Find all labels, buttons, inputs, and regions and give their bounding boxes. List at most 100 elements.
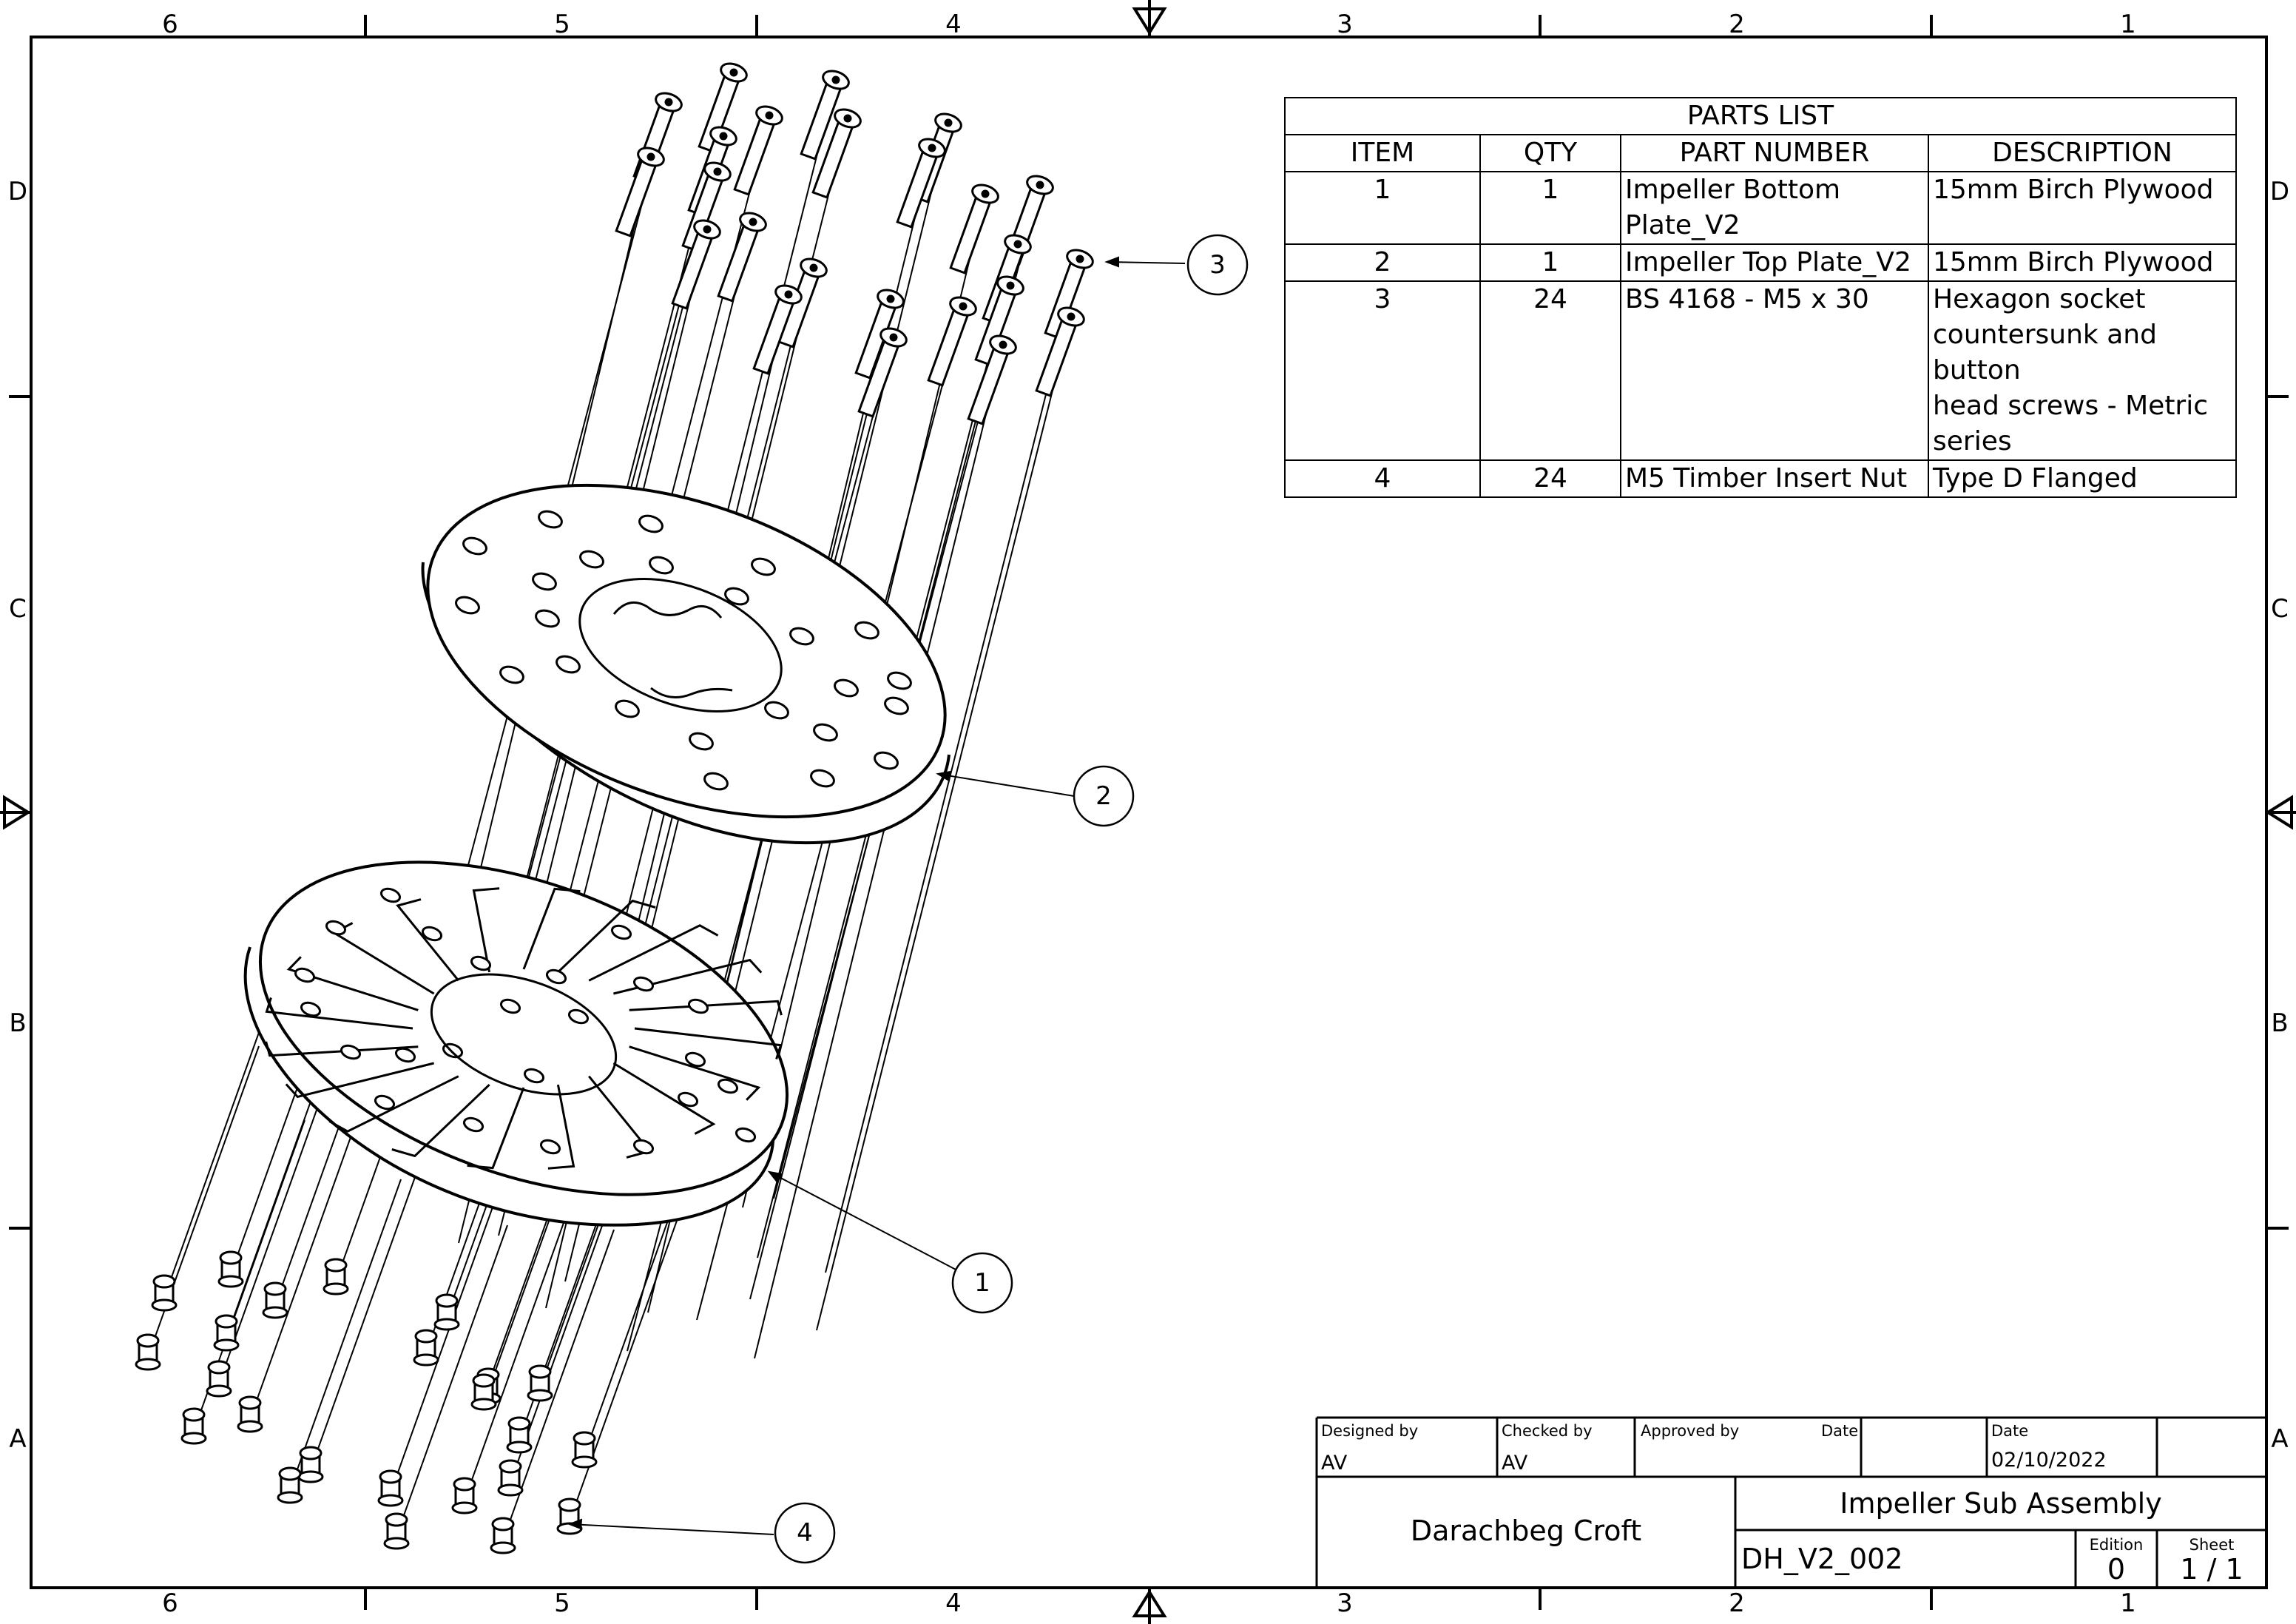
bottom-plate-hole bbox=[421, 926, 443, 942]
header-part-number: PART NUMBER bbox=[1620, 134, 1929, 172]
insert-nut-flange bbox=[413, 1353, 439, 1367]
zone-label-bottom-1: 1 bbox=[2120, 1588, 2136, 1618]
table-row: 2 1 Impeller Top Plate_V2 15mm Birch Ply… bbox=[1284, 243, 2237, 282]
top-plate-hole bbox=[535, 609, 560, 628]
balloon-circles bbox=[774, 234, 1249, 1564]
parts-list-title-row: PARTS LIST bbox=[1284, 97, 2237, 135]
screw-socket bbox=[999, 340, 1007, 349]
zone-label-top-2: 2 bbox=[1729, 10, 1745, 39]
insert-nut-top bbox=[385, 1512, 408, 1527]
impeller-vane bbox=[328, 1075, 459, 1133]
bottom-plate-hole bbox=[499, 998, 521, 1014]
screw-socket bbox=[981, 189, 990, 198]
balloon-leaders bbox=[567, 256, 1186, 1535]
header-description: DESCRIPTION bbox=[1928, 134, 2237, 172]
cell-line: series bbox=[1933, 426, 2012, 456]
top-plate-hole bbox=[834, 678, 859, 698]
top-plate-hole bbox=[538, 510, 563, 529]
insert-nut-flange bbox=[262, 1306, 288, 1319]
cell-part-number: M5 Timber Insert Nut bbox=[1620, 459, 1929, 498]
parts-list-title: PARTS LIST bbox=[1284, 97, 2237, 135]
insert-nut-top bbox=[435, 1293, 459, 1308]
assembly-trail-lines bbox=[147, 72, 1081, 1541]
insert-nuts bbox=[135, 1250, 598, 1554]
trail-line bbox=[825, 258, 1081, 1273]
cell-line: BS 4168 - M5 x 30 bbox=[1625, 284, 1869, 314]
top-plate-hole bbox=[532, 572, 557, 591]
trail-line bbox=[218, 1072, 331, 1384]
top-plate bbox=[421, 483, 951, 845]
bottom-plate-holes bbox=[294, 887, 757, 1155]
zone-label-top-6: 6 bbox=[162, 10, 178, 39]
insert-nut-flange bbox=[383, 1537, 410, 1550]
impeller-vane bbox=[467, 1087, 525, 1170]
insert-nut-top bbox=[528, 1364, 552, 1379]
date-value: 02/10/2022 bbox=[1991, 1449, 2107, 1472]
title-block-lines bbox=[1315, 1416, 2266, 1588]
trail-line bbox=[464, 1189, 576, 1501]
checked-by-label: Checked by bbox=[1502, 1422, 1593, 1440]
balloon-label-2: 2 bbox=[1095, 781, 1112, 811]
balloon-label-1: 1 bbox=[974, 1268, 990, 1298]
top-plate-hole bbox=[813, 723, 838, 742]
bottom-plate-hole bbox=[610, 924, 632, 940]
cell-line: Type D Flanged bbox=[1933, 463, 2138, 493]
bottom-plate-hole bbox=[677, 1091, 699, 1108]
top-plate-hole bbox=[579, 550, 604, 569]
cell-line: head screws - Metric bbox=[1933, 391, 2209, 421]
screw-socket bbox=[809, 263, 818, 272]
insert-nut-flange bbox=[470, 1398, 497, 1411]
bottom-plate-hole bbox=[379, 887, 402, 903]
balloon-circle-3 bbox=[1186, 234, 1249, 296]
impeller-vane bbox=[613, 958, 763, 995]
insert-nut-top bbox=[299, 1446, 323, 1460]
insert-nut-top bbox=[491, 1517, 515, 1532]
exploded-view bbox=[135, 62, 1094, 1554]
cell-line: Impeller Top Plate_V2 bbox=[1625, 247, 1911, 277]
trail-line bbox=[396, 1224, 508, 1537]
top-plate-hole bbox=[810, 769, 835, 788]
table-row: 4 24 M5 Timber Insert Nut Type D Flanged bbox=[1284, 459, 2237, 498]
screw-socket bbox=[889, 333, 898, 342]
balloon-circle-1 bbox=[951, 1252, 1013, 1314]
bottom-plate-hole bbox=[539, 1139, 561, 1155]
bottom-plate-hole bbox=[374, 1094, 396, 1111]
trail-line bbox=[569, 1210, 681, 1522]
insert-nut-top bbox=[263, 1281, 287, 1296]
insert-nut-flange bbox=[151, 1298, 178, 1312]
top-plate-hole bbox=[455, 596, 480, 615]
top-plate-hole bbox=[724, 587, 749, 606]
header-item: ITEM bbox=[1284, 134, 1481, 172]
insert-nut-flange bbox=[217, 1275, 244, 1288]
trail-line bbox=[163, 986, 276, 1298]
screw-socket bbox=[646, 152, 655, 161]
parts-list-header-row: ITEM QTY PART NUMBER DESCRIPTION bbox=[1284, 134, 2237, 172]
balloon-label-3: 3 bbox=[1209, 250, 1226, 280]
insert-nut-flange bbox=[277, 1491, 303, 1504]
insert-nut-flange bbox=[180, 1432, 207, 1445]
zone-label-left-C: C bbox=[9, 594, 27, 624]
date-label: Date bbox=[1991, 1422, 2029, 1440]
insert-nut-top bbox=[278, 1466, 302, 1481]
insert-nut-flange bbox=[433, 1318, 460, 1331]
screw-socket bbox=[1006, 281, 1015, 290]
bottom-plate-hole bbox=[294, 967, 316, 983]
screw-socket bbox=[928, 144, 936, 152]
impeller-vanes bbox=[265, 887, 783, 1170]
drawing-title: Impeller Sub Assembly bbox=[1840, 1487, 2162, 1520]
screw-socket bbox=[719, 132, 728, 141]
zone-label-left-D: D bbox=[7, 177, 28, 206]
designed-by-value: AV bbox=[1321, 1452, 1348, 1475]
insert-nut-flange bbox=[237, 1420, 263, 1433]
screw-socket bbox=[784, 290, 793, 299]
insert-nut-flange bbox=[451, 1501, 478, 1515]
bottom-plate-hole bbox=[687, 998, 709, 1014]
screw-socket bbox=[664, 98, 673, 107]
cell-item: 1 bbox=[1284, 171, 1481, 245]
cell-part-number: BS 4168 - M5 x 30 bbox=[1620, 280, 1929, 461]
bottom-plate-hole bbox=[735, 1127, 757, 1143]
insert-nut-top bbox=[207, 1360, 231, 1375]
screw-socket bbox=[729, 68, 738, 77]
